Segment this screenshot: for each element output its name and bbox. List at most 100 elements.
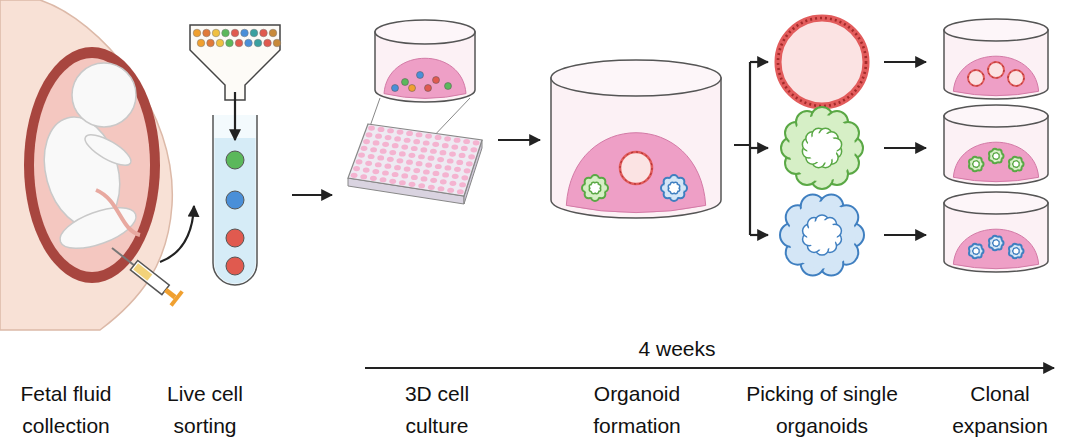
flow-arrow	[498, 139, 540, 141]
plate-well	[444, 136, 451, 141]
organoid-body	[970, 245, 982, 257]
plate-well	[406, 160, 413, 165]
cyst-wall	[1008, 70, 1024, 86]
plate-well	[363, 139, 370, 144]
step-label: Picking of single organoids	[733, 378, 912, 441]
plate-well	[399, 151, 406, 156]
organoid-body	[585, 178, 605, 198]
organoid	[989, 149, 1004, 164]
step-label: Clonal expansion	[938, 378, 1062, 441]
cyst-cells	[968, 70, 984, 86]
plate-well	[373, 140, 380, 145]
matrix-dome	[384, 58, 466, 98]
plate-well	[368, 154, 375, 159]
plate-well	[454, 138, 461, 143]
sorted-cell	[193, 29, 201, 37]
plate-well	[438, 186, 445, 191]
plate-well	[468, 154, 475, 159]
plate-well	[372, 169, 379, 174]
plate-well	[450, 181, 457, 186]
plate-well	[380, 177, 387, 182]
plate-well	[382, 142, 389, 147]
flow-arrow	[365, 367, 1054, 369]
plate-well	[392, 143, 399, 148]
organoid-lumen	[994, 241, 999, 246]
organoid	[582, 175, 608, 201]
flow-arrow	[884, 147, 926, 149]
sorted-cell	[235, 39, 243, 47]
plate-well	[454, 167, 461, 172]
plate-well	[387, 128, 394, 133]
organoid	[969, 157, 984, 172]
plate-well	[430, 149, 437, 154]
fetus	[33, 63, 141, 257]
plate-well	[430, 178, 437, 183]
plate-well	[368, 125, 375, 130]
plate-well	[387, 157, 394, 162]
sorting-funnel	[190, 25, 280, 100]
step-label: Fetal fluid collection	[4, 378, 128, 441]
syringe-needle	[112, 248, 134, 265]
plate-well	[375, 162, 382, 167]
seeded-cell	[425, 85, 432, 92]
organoid-lumen	[807, 220, 837, 250]
plate-well	[449, 151, 456, 156]
matrix-dome	[953, 56, 1038, 95]
sorted-cell	[197, 39, 205, 47]
seeded-cell	[445, 83, 452, 90]
plate-well	[358, 152, 365, 157]
uterus-wall	[24, 47, 160, 283]
plate-well	[437, 157, 444, 162]
culture-dish	[944, 19, 1048, 99]
sorted-cell	[269, 29, 277, 37]
flow-arrow	[292, 194, 332, 196]
cyst-cells	[620, 152, 652, 184]
plate-well	[413, 168, 420, 173]
plate-well	[365, 161, 372, 166]
organoid	[969, 244, 984, 259]
plate-well	[351, 173, 358, 178]
flow-arrow	[884, 234, 926, 236]
duration-label: 4 weeks	[605, 333, 749, 365]
organoid-body	[970, 158, 982, 170]
plate-well	[435, 164, 442, 169]
organoid	[781, 107, 863, 189]
organoid-lumen	[1014, 249, 1019, 254]
plate-well	[432, 142, 439, 147]
organoid-body	[789, 115, 856, 182]
plate-well	[442, 172, 449, 177]
cyst-wall	[778, 18, 866, 106]
organoid-body	[990, 237, 1002, 249]
plate-well	[425, 134, 432, 139]
plate-well	[375, 134, 382, 139]
culture-dish	[944, 105, 1048, 185]
organoid-lumen	[974, 249, 979, 254]
sorted-cell	[264, 39, 272, 47]
plate-well	[366, 132, 373, 137]
umbilical-cord	[96, 190, 140, 235]
plate-well	[459, 153, 466, 158]
plate-well	[457, 189, 464, 194]
organoid-lumen	[974, 162, 979, 167]
plate-well	[409, 182, 416, 187]
plate-well	[413, 139, 420, 144]
organoid	[989, 236, 1004, 251]
organoid	[1009, 244, 1024, 259]
plate-well	[363, 167, 370, 172]
organoid-lumen	[1014, 162, 1019, 167]
organoid-body	[1010, 158, 1022, 170]
plate-well	[380, 149, 387, 154]
plate-well	[409, 153, 416, 158]
plate-well	[428, 156, 435, 161]
plate-well	[370, 176, 377, 181]
sorted-cell	[273, 39, 281, 47]
organoid-body	[788, 201, 855, 268]
organoid-lumen	[807, 133, 837, 163]
cyst-organoid	[778, 18, 866, 106]
plate-well	[356, 159, 363, 164]
sorted-cell	[226, 151, 244, 169]
plate-well	[378, 127, 385, 132]
fetus-head	[72, 63, 136, 127]
plate-well	[442, 143, 449, 148]
